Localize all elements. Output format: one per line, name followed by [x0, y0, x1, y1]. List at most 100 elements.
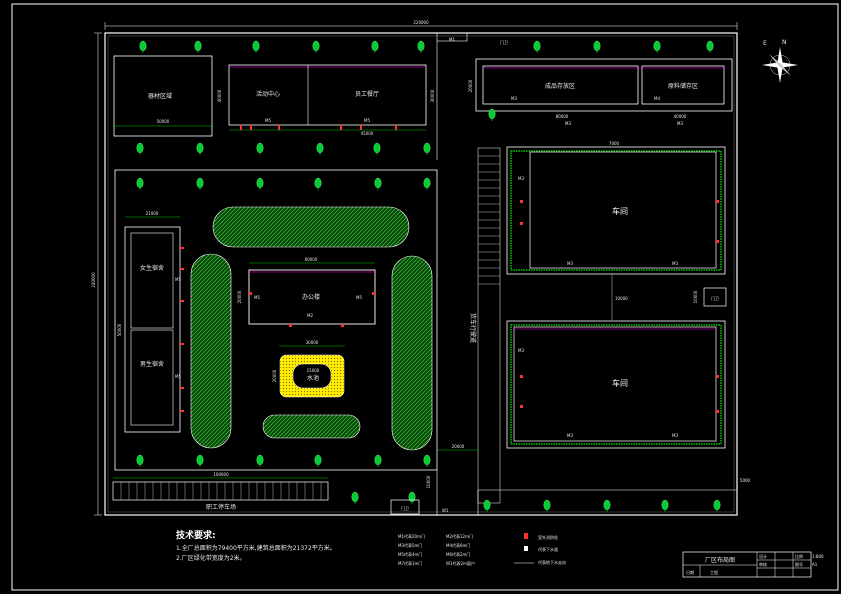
- product-label: 成品存放区: [545, 82, 575, 90]
- title-c5: 图号: [795, 561, 803, 567]
- trees-top-row: [136, 40, 714, 156]
- gatehouse-label: 门卫: [401, 505, 409, 511]
- road-width-dim: 20000: [452, 444, 465, 449]
- door-m5-canteen: M5: [364, 118, 370, 123]
- workshop-width-dim: 7000: [609, 141, 620, 146]
- title-c6: A1: [812, 562, 818, 567]
- pool-height-dim: 20000: [272, 369, 277, 382]
- green-belt-bottom: [262, 414, 361, 439]
- material-label: 原料储存区: [668, 82, 698, 90]
- material-storage: [641, 65, 725, 105]
- workshop-1-frame: [506, 146, 726, 275]
- title-c7: 日期: [686, 569, 694, 575]
- door-legend-4b: W1代表2m窗户: [446, 560, 475, 566]
- door-m5-male: M5: [175, 374, 181, 379]
- symbol-legend: 室外消防栓 代表下水道 代表地下水走向: [514, 533, 566, 565]
- green-belt-right: [391, 255, 433, 451]
- gate-top-m1: M1: [449, 37, 455, 42]
- hydrants-office: [249, 292, 375, 327]
- door-m3-warehouse: M3: [565, 121, 571, 126]
- office-building: [248, 269, 376, 325]
- dorm-width-dim: 21000: [146, 211, 159, 216]
- storage-width-dim: 50000: [157, 119, 170, 124]
- trees-right-small: [488, 108, 496, 122]
- notes-heading: 技术要求:: [176, 529, 216, 541]
- road-label: 货车行驶道: [469, 313, 477, 343]
- female-dorm-label: 女生宿舍: [140, 264, 164, 272]
- hydrants-top: [240, 125, 397, 130]
- side-10000-dim: 10000: [426, 475, 431, 488]
- product-storage: [482, 65, 639, 105]
- guard-right: [703, 287, 727, 307]
- hydrants-workshop: [520, 200, 719, 413]
- door-legend-3a: M5代表4m门: [398, 551, 422, 557]
- door-m3-ws2-b: M3: [672, 433, 678, 438]
- door-m4-material: M4: [654, 96, 660, 101]
- workshop-gap-dim: 10000: [615, 296, 628, 301]
- material-width-dim: 40000: [674, 114, 687, 119]
- canteen-height-dim: 30000: [430, 89, 435, 102]
- top-gate: [436, 32, 468, 42]
- door-legend-2b: M4代表6m门: [446, 542, 470, 548]
- truck-road: [477, 147, 501, 504]
- guard-right-label: 门卫: [711, 295, 719, 301]
- storage-label: 器材区域: [148, 92, 172, 100]
- storage-area: [113, 55, 213, 137]
- workshop-2-inner: [510, 324, 722, 445]
- door-m5-female: M5: [175, 277, 181, 282]
- door-m3-ws2-a: M3: [567, 433, 573, 438]
- office-height-dim: 20000: [237, 290, 242, 303]
- pool-inner-dim: 15000: [307, 368, 320, 373]
- door-m5-office-left: M5: [254, 295, 260, 300]
- product-width-dim: 80000: [556, 114, 569, 119]
- compass-east: E: [763, 40, 767, 47]
- green-belt-top: [212, 206, 410, 248]
- hydrants-dorm: [180, 247, 184, 412]
- parking-label: 职工停车场: [206, 503, 236, 511]
- activity-label: 活动中心: [256, 90, 280, 98]
- workshop-2-frame: [506, 320, 726, 449]
- office-label: 办公楼: [302, 293, 320, 301]
- canteen-label: 员工餐厅: [355, 90, 379, 98]
- title-block: 厂区布局图 设计 比例 1:800 审核 图号 A1 日期 工程: [682, 551, 824, 578]
- door-m5-office-right: M5: [356, 295, 362, 300]
- workshop-1: [529, 151, 717, 269]
- gate-top-label: 门卫: [500, 39, 508, 45]
- legend-hydrant: 室外消防栓: [538, 534, 558, 540]
- site-boundary-inner: [107, 35, 735, 513]
- warehouse-frame: [475, 58, 733, 112]
- door-legend-3b: M6代表2m门: [446, 551, 470, 557]
- workshop-2-label: 车间: [612, 378, 628, 388]
- dorm-height-dim: 50000: [117, 323, 122, 336]
- compass-rose: N E: [762, 39, 798, 83]
- door-m5-activity: M5: [265, 118, 271, 123]
- product-height-dim: 20000: [468, 79, 473, 92]
- pool-label: 水池: [307, 374, 319, 382]
- door-m3-ws1-a: M3: [567, 261, 573, 266]
- dimension-overall-width: 220000: [104, 20, 738, 30]
- canteen-width-dim: 45000: [361, 131, 374, 136]
- title-c4: 审核: [759, 561, 767, 567]
- workshop-1-inner: [510, 150, 722, 271]
- title-block-title: 厂区布局图: [705, 556, 735, 564]
- title-c1: 设计: [759, 553, 767, 559]
- staff-parking: [112, 481, 329, 501]
- door-m3-ws1-side: M3: [518, 176, 524, 181]
- workshop-2: [513, 326, 717, 442]
- female-dorm: [130, 232, 174, 329]
- door-m3-ws1-b: M3: [672, 261, 678, 266]
- title-c3: 1:800: [812, 554, 824, 559]
- male-dorm: [130, 329, 174, 426]
- pool: [292, 363, 332, 389]
- legend-water-line: 代表下水道: [538, 546, 558, 552]
- pool-width-dim: 30000: [306, 340, 319, 345]
- drain-icon: [524, 546, 528, 551]
- compass-north: N: [782, 39, 787, 46]
- workshop-1-label: 车间: [612, 206, 628, 216]
- dorm-block: [124, 226, 181, 433]
- right-margin-dim: 5000: [740, 478, 751, 483]
- door-m3-ws2-side: M3: [518, 348, 524, 353]
- window-w1: W1: [442, 508, 449, 513]
- activity-canteen-building: [228, 64, 427, 126]
